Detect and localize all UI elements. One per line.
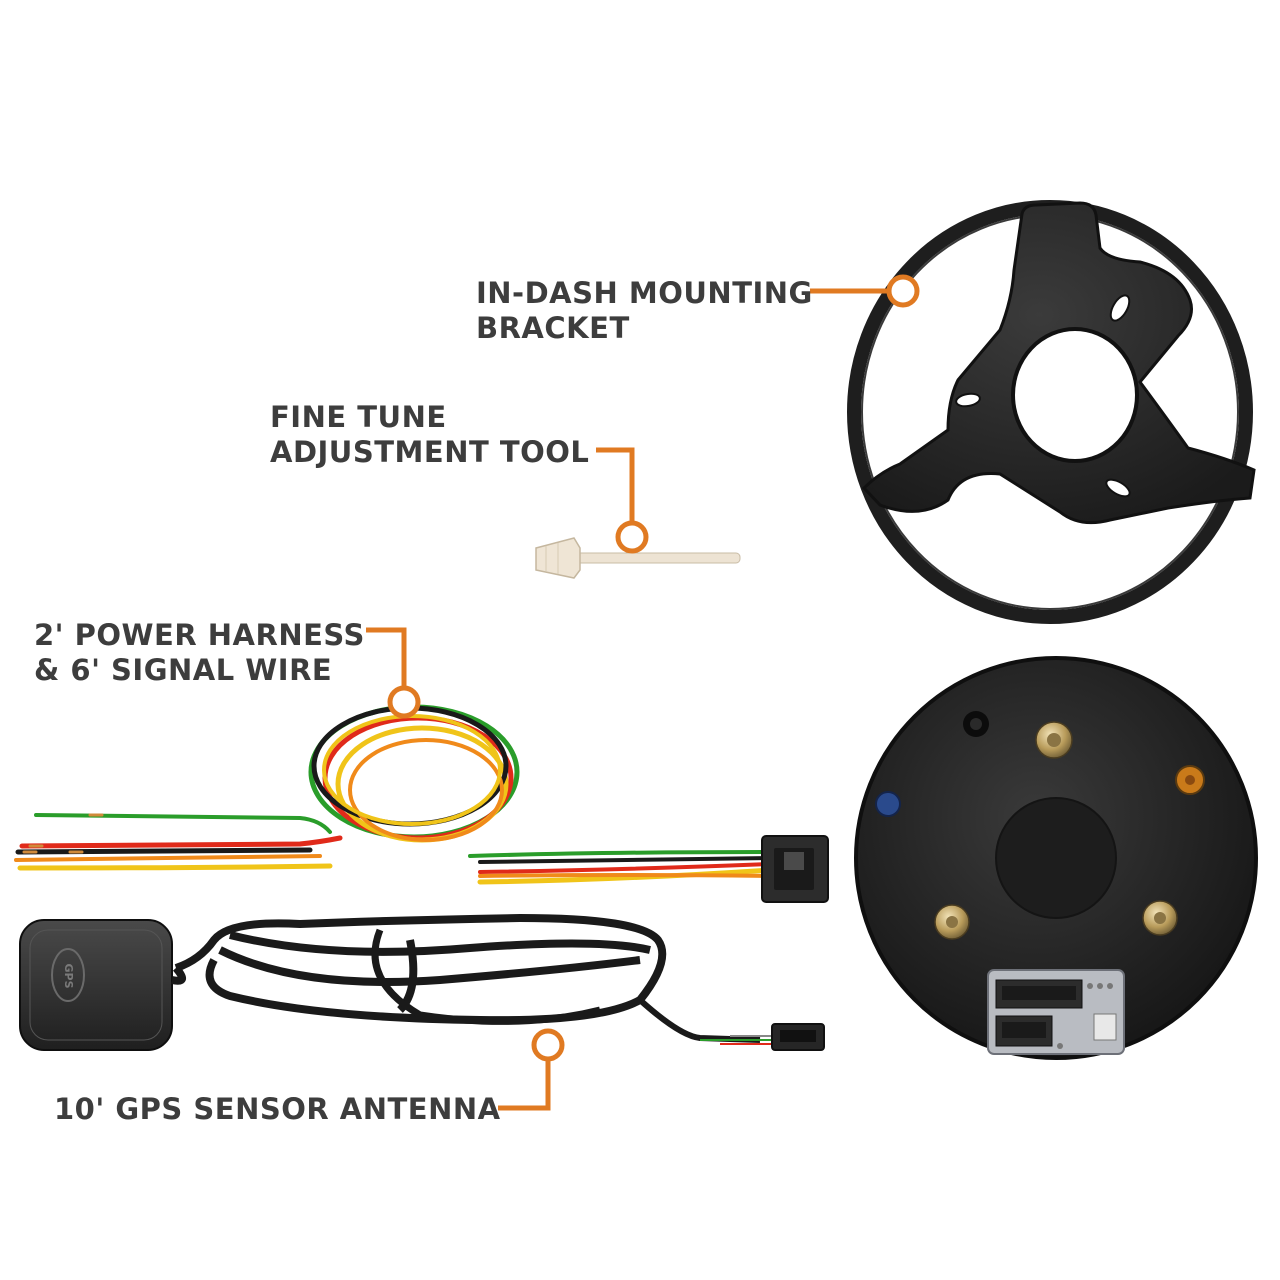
harness-callout: [366, 627, 421, 719]
mounting-bracket: [847, 200, 1256, 624]
circuit-board: [987, 969, 1125, 1055]
gps-label-line1: 10' GPS SENSOR ANTENNA: [54, 1092, 501, 1126]
tool-label: FINE TUNE ADJUSTMENT TOOL: [270, 400, 589, 470]
tool-label-line1: FINE TUNE: [270, 400, 447, 434]
callout-lines: [366, 274, 920, 1111]
gps-label: 10' GPS SENSOR ANTENNA: [54, 1092, 501, 1127]
left-stud: [934, 904, 970, 940]
center-stud: [1035, 721, 1073, 759]
gps-antenna: [19, 913, 825, 1051]
bracket-label: IN-DASH MOUNTING BRACKET: [476, 276, 813, 346]
gauge-back: [854, 656, 1258, 1060]
harness-label-line1: 2' POWER HARNESS: [34, 618, 365, 652]
power-harness: [14, 704, 829, 903]
bracket-label-line1: IN-DASH MOUNTING: [476, 276, 813, 310]
bracket-label-line2: BRACKET: [476, 311, 630, 345]
adjustment-tool: [535, 537, 741, 579]
tool-callout: [596, 447, 649, 554]
antenna-gps-marking: GPS: [62, 963, 75, 988]
gps-callout: [498, 1028, 565, 1111]
bracket-callout: [810, 274, 920, 308]
tool-label-line2: ADJUSTMENT TOOL: [270, 435, 590, 469]
harness-label-line2: & 6' SIGNAL WIRE: [34, 653, 333, 687]
right-stud: [1142, 900, 1178, 936]
harness-label: 2' POWER HARNESS & 6' SIGNAL WIRE: [34, 618, 365, 688]
